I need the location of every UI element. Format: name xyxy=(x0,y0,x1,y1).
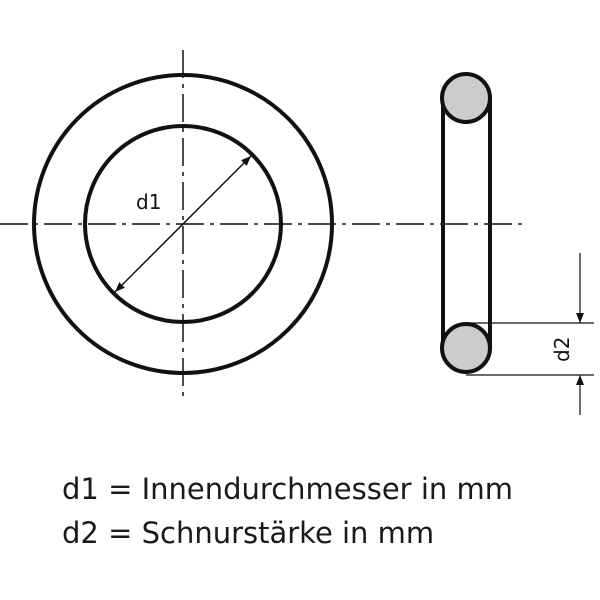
legend-d1: d1 = Innendurchmesser in mm xyxy=(62,472,513,506)
d1-label: d1 xyxy=(136,190,161,214)
top-cross-section xyxy=(440,72,492,124)
d2-label: d2 xyxy=(550,337,574,362)
bottom-cross-section xyxy=(440,322,492,374)
inner-ring-circle xyxy=(83,124,283,324)
outer-ring-circle xyxy=(32,73,334,375)
legend-d2: d2 = Schnurstärke in mm xyxy=(62,516,435,550)
d1-dimension-arrow xyxy=(114,155,252,293)
